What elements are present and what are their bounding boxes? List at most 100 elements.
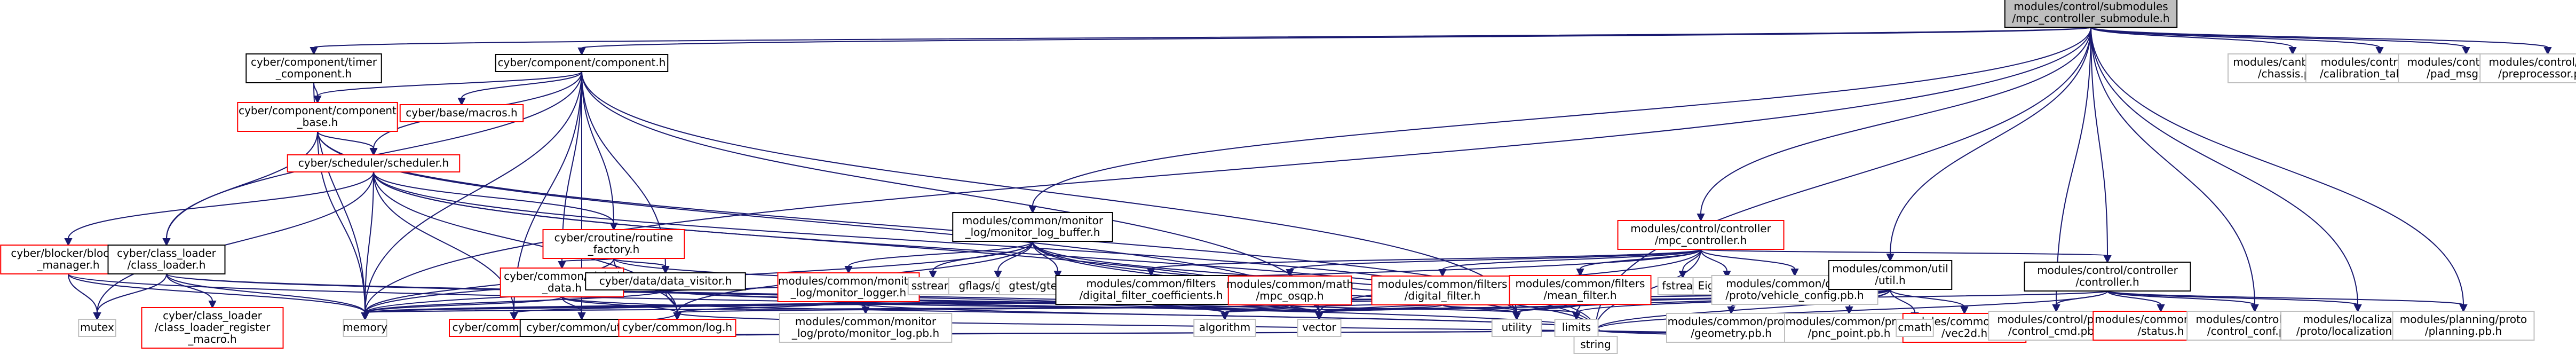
node-label-line: modules/common/util	[1832, 262, 1948, 275]
edge-common_util-to-cmath	[1890, 289, 1915, 313]
arrowhead-common_util-to-types	[510, 312, 518, 321]
edge-root-to-controller	[2090, 27, 2108, 256]
edge-controller-to-planning_pb	[2107, 290, 2464, 305]
node-class-loader-register[interactable]: cyber/class_loader/class_loader_register…	[141, 307, 284, 349]
node-preprocessor-pb: modules/control/proto/preprocessor.pb.h	[2479, 53, 2576, 83]
edge-mpc_controller-to-vehicle_config	[1700, 249, 1795, 270]
node-label-line: modules/common/proto	[1786, 315, 1913, 328]
node-mean-filter[interactable]: modules/common/filters/mean_filter.h	[1509, 275, 1652, 305]
edge-root-to-localization_pb	[2090, 27, 2358, 305]
arrowhead-mpc_controller-to-mean_filter	[1576, 269, 1584, 277]
node-label-line: modules/common/monitor	[778, 274, 920, 287]
edge-controller-to-localization_pb	[2107, 290, 2358, 305]
node-label-line: /proto/vehicle_config.pb.h	[1725, 289, 1864, 302]
node-label-line: /vec2d.h	[1941, 327, 1987, 340]
node-label-line: /control_cmd.pb.h	[2008, 325, 2104, 337]
arrowhead-root-to-preprocessor_pb	[2543, 47, 2552, 56]
arrowhead-monitor_log_buffer-to-gflags	[994, 271, 1002, 279]
node-timer-component[interactable]: cyber/component/timer_component.h	[245, 53, 382, 83]
node-label-line: _manager.h	[36, 258, 99, 271]
node-label-line: modules/common/filters	[1087, 277, 1216, 290]
node-label-line: string	[1580, 338, 1611, 351]
node-memory: memory	[343, 319, 387, 337]
node-common-util[interactable]: modules/common/util/util.h	[1828, 260, 1953, 290]
node-scheduler[interactable]: cyber/scheduler/scheduler.h	[287, 154, 461, 172]
node-box	[2024, 262, 2191, 292]
node-label-line: /geometry.pb.h	[1691, 327, 1772, 340]
node-monitor-log-buffer[interactable]: modules/common/monitor_log/monitor_log_b…	[952, 212, 1113, 242]
edge-controller-to-status	[2107, 290, 2161, 305]
node-box	[287, 154, 461, 172]
arrowhead-component_base-to-scheduler	[369, 148, 378, 156]
node-label-line: /mpc_controller_submodule.h	[2012, 12, 2169, 25]
node-label-line: cyber/base/macros.h	[406, 106, 517, 119]
node-label-line: modules/common/monitor	[795, 315, 937, 328]
edge-global_data-to-util	[561, 296, 582, 313]
edge-root-to-component	[581, 27, 2091, 49]
edge-data_visitor-to-memory	[364, 289, 666, 313]
node-data-visitor[interactable]: cyber/data/data_visitor.h	[585, 272, 746, 290]
node-label-line: modules/common/monitor	[962, 214, 1104, 227]
node-label-line: /class_loader.h	[128, 258, 206, 271]
arrowhead-vec2d-to-log	[673, 312, 681, 321]
node-label-line: _base.h	[297, 116, 338, 129]
node-box	[1227, 276, 1352, 305]
node-mpc-controller[interactable]: modules/control/controller/mpc_controlle…	[1617, 220, 1785, 250]
arrowhead-component-to-component_base	[313, 96, 322, 104]
edge-component-to-global_data	[561, 71, 582, 262]
node-box	[542, 229, 685, 259]
edge-root-to-monitor_log_buffer	[1032, 27, 2091, 207]
edge-mpc_osqp-to-log	[677, 304, 1290, 313]
edge-component-to-routine_factory	[581, 71, 614, 224]
node-label-line: _data.h	[542, 281, 582, 294]
node-planning-pb: modules/planning/proto/planning.pb.h	[2392, 311, 2535, 341]
node-label-line: cyber/blocker/blocker	[11, 247, 126, 259]
arrowhead-routine_factory-to-data_visitor	[661, 266, 670, 274]
node-label-line: /class_loader_register	[155, 321, 271, 334]
node-box	[1509, 275, 1652, 305]
arrowhead-root-to-monitor_log_buffer	[1028, 206, 1037, 214]
edge-mean_filter-to-algorithm	[1224, 304, 1581, 313]
node-monitor-logger[interactable]: modules/common/monitor_log/monitor_logge…	[777, 272, 920, 302]
node-label-line: _macro.h	[187, 333, 236, 345]
edge-mpc_controller-to-mpc_osqp	[1289, 249, 1701, 270]
node-label-line: modules/control/controller	[2037, 264, 2178, 277]
node-controller[interactable]: modules/control/controller/controller.h	[2024, 262, 2191, 292]
node-geometry-pb: modules/common/proto/geometry.pb.h	[1666, 313, 1796, 343]
node-label-line: limits	[1562, 321, 1591, 334]
arrowhead-root-to-common_util	[1886, 254, 1895, 262]
node-component[interactable]: cyber/component/component.h	[495, 54, 669, 72]
node-box	[399, 104, 524, 122]
edge-root-to-memory	[364, 27, 2091, 313]
arrowhead-mpc_controller-to-eigen	[1723, 271, 1731, 279]
node-algorithm: algorithm	[1193, 319, 1256, 337]
arrowhead-root-to-mpc_controller	[1697, 214, 1705, 222]
edge-component-to-component_base	[317, 71, 582, 97]
node-box	[495, 54, 669, 72]
edge-mpc_controller-to-digital_filter	[1442, 249, 1701, 270]
edge-root-to-string	[1595, 27, 2091, 331]
node-box	[1491, 319, 1542, 337]
arrowhead-component-to-macros	[457, 98, 466, 106]
node-label-line: cyber/component/component	[239, 104, 397, 117]
node-utility: utility	[1491, 319, 1542, 337]
arrowhead-controller-to-localization_pb	[2353, 304, 2362, 313]
node-limits: limits	[1554, 319, 1599, 337]
node-class-loader[interactable]: cyber/class_loader/class_loader.h	[107, 245, 226, 274]
node-digital-filter-coefficients[interactable]: modules/common/filters/digital_filter_co…	[1055, 275, 1247, 305]
node-root[interactable]: modules/control/submodules/mpc_controlle…	[2004, 0, 2178, 28]
node-digital-filter[interactable]: modules/common/filters/digital_filter.h	[1371, 276, 1514, 305]
node-macros[interactable]: cyber/base/macros.h	[399, 104, 524, 122]
node-routine-factory[interactable]: cyber/croutine/routine_factory.h	[542, 229, 685, 259]
node-label-line: modules/common/filters	[1516, 277, 1645, 290]
node-log[interactable]: cyber/common/log.h	[618, 319, 736, 337]
node-mpc-osqp[interactable]: modules/common/math/mpc_osqp.h	[1226, 276, 1353, 305]
arrowhead-common_util-to-limits	[1572, 312, 1581, 321]
arrowhead-class_loader-to-mutex	[93, 312, 101, 321]
node-box	[2479, 53, 2576, 83]
node-box	[952, 212, 1113, 242]
edge-root-to-timer_component	[313, 27, 2091, 48]
node-component-base[interactable]: cyber/component/component_base.h	[237, 102, 398, 132]
edge-root-to-mpc_controller	[1700, 27, 2091, 215]
node-label-line: cyber/component/component.h	[498, 56, 666, 69]
